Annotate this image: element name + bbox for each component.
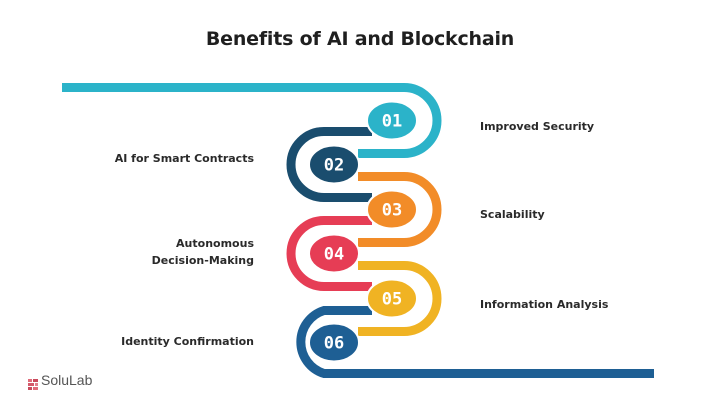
step-3-number: 03 (382, 201, 402, 221)
step-4-label-line-1: Autonomous (176, 237, 254, 250)
brand-name: SoluLab (41, 372, 93, 388)
step-5-number: 05 (382, 290, 402, 310)
step-6-number: 06 (324, 334, 344, 354)
step-4-label: Autonomous Decision-Making (152, 235, 254, 269)
step-6-badge: 06 (308, 322, 360, 363)
step-1-badge: 01 (366, 100, 418, 141)
page-title: Benefits of AI and Blockchain (205, 28, 515, 50)
step-4-badge: 04 (308, 233, 360, 274)
step-6-label: Identity Confirmation (121, 335, 254, 348)
step-3-label: Scalability (480, 208, 545, 221)
solulab-logo-icon (28, 375, 38, 390)
step-4-label-line-2: Decision-Making (151, 254, 254, 267)
step-5-label: Information Analysis (480, 298, 609, 311)
step-3-track (358, 172, 442, 247)
step-6-track (296, 306, 654, 378)
brand-logo: SoluLab (28, 372, 93, 390)
step-5-track (358, 261, 442, 336)
step-1-number: 01 (382, 112, 402, 132)
step-2-badge: 02 (308, 144, 360, 185)
step-3-badge: 03 (366, 189, 418, 230)
step-4-number: 04 (324, 245, 344, 265)
step-1-label: Improved Security (480, 120, 595, 133)
step-5-badge: 05 (366, 278, 418, 319)
step-2-number: 02 (324, 156, 344, 176)
step-2-track (286, 127, 372, 202)
step-1-track (62, 83, 442, 158)
step-4-track (286, 216, 372, 291)
step-2-label: AI for Smart Contracts (114, 152, 254, 165)
